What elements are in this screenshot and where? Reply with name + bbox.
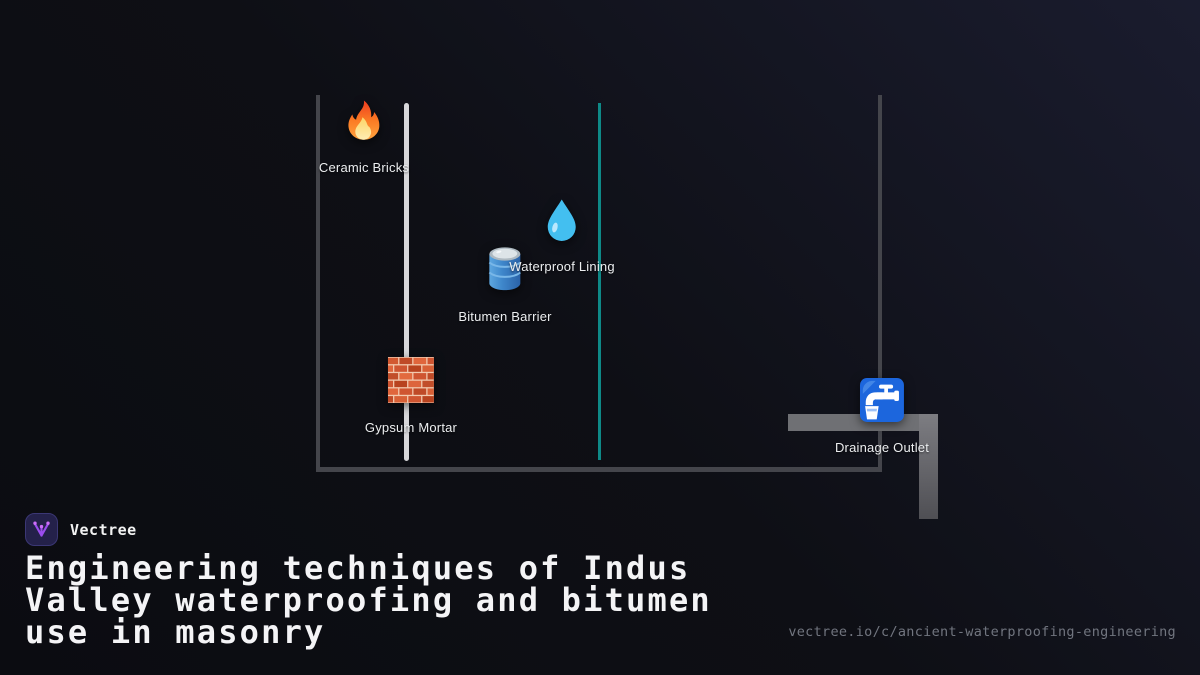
node-label: Waterproof Lining — [509, 259, 615, 274]
waterproof-lining-layer-line — [598, 103, 601, 460]
potable-water-icon — [860, 378, 904, 422]
brick-wall-icon — [387, 357, 434, 403]
masonry-wall-right — [878, 95, 882, 472]
node-ceramic-bricks: Ceramic Bricks — [319, 99, 409, 176]
masonry-wall-left — [316, 95, 320, 472]
oil-drum-icon — [488, 247, 522, 291]
node-gypsum-mortar: Gypsum Mortar — [365, 357, 457, 436]
brand-row: Vectree — [25, 513, 137, 546]
node-label: Drainage Outlet — [834, 440, 930, 455]
masonry-wall-bottom — [316, 467, 882, 472]
fire-icon — [348, 100, 380, 140]
gypsum-mortar-layer-line — [404, 103, 409, 461]
node-bitumen-barrier: Bitumen Barrier — [458, 246, 551, 325]
brand-name: Vectree — [70, 520, 137, 539]
node-label: Gypsum Mortar — [364, 420, 458, 435]
vectree-logo-icon — [25, 513, 58, 546]
page-title: Engineering techniques of Indus Valley w… — [25, 549, 712, 651]
droplet-icon — [548, 199, 576, 241]
node-waterproof-lining: Waterproof Lining — [509, 198, 615, 275]
node-label: Bitumen Barrier — [458, 309, 552, 324]
node-drainage-outlet: Drainage Outlet — [835, 377, 929, 456]
node-label: Ceramic Bricks — [318, 160, 410, 175]
drain-pipe-vertical — [919, 414, 938, 519]
page-url[interactable]: vectree.io/c/ancient-waterproofing-engin… — [788, 624, 1176, 640]
